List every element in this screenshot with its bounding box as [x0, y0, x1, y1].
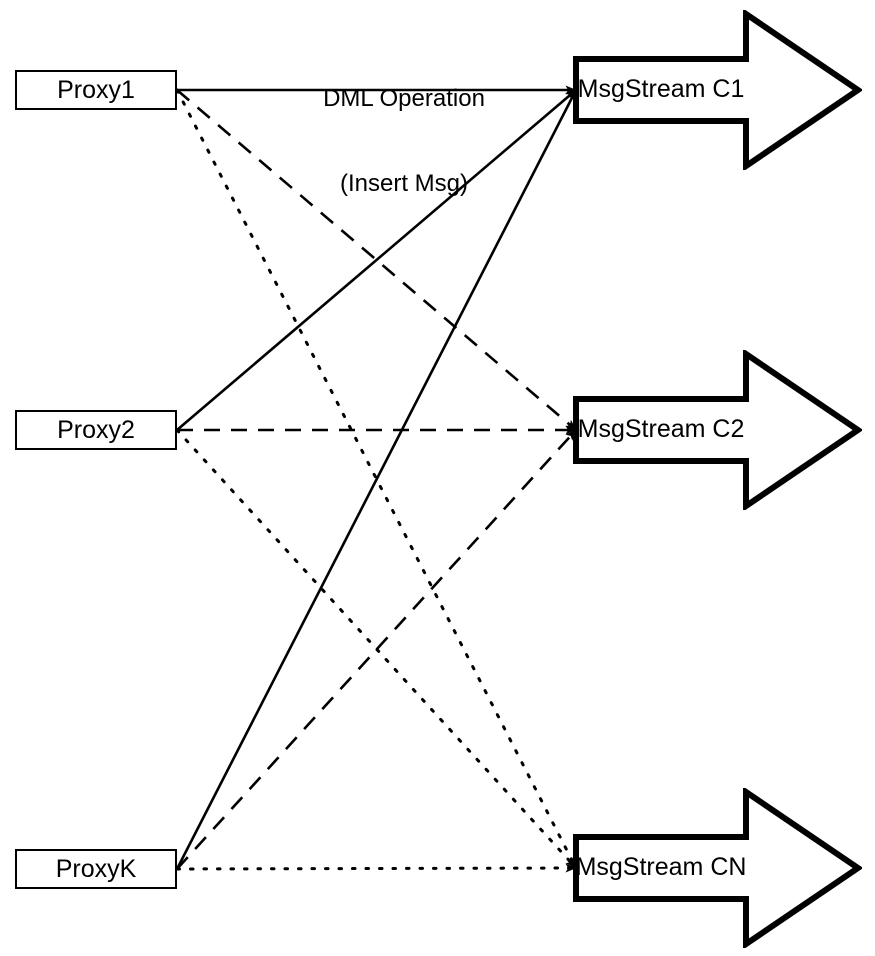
proxy-box-proxy1[interactable]: Proxy1 [15, 70, 177, 110]
proxy-label-proxy2: Proxy2 [57, 415, 135, 444]
proxy-box-proxy2[interactable]: Proxy2 [15, 410, 177, 450]
connection-p2-cn [175, 428, 578, 870]
connection-pk-c1 [175, 89, 578, 870]
proxy-box-proxyk[interactable]: ProxyK [15, 849, 177, 889]
stream-shape-c1 [573, 10, 862, 170]
proxy-label-proxy1: Proxy1 [57, 75, 135, 104]
stream-shape-c2 [573, 350, 862, 510]
connection-p2-c1 [176, 89, 577, 431]
connection-pk-cn [175, 863, 578, 873]
connection-pk-c2 [176, 429, 577, 870]
edge-label-line1: DML Operation [323, 84, 485, 112]
stream-label-c1: MsgStream C1 [577, 75, 745, 103]
connection-p1-cn [175, 88, 578, 870]
stream-label-c2: MsgStream C2 [577, 415, 745, 443]
stream-shape-cn [573, 788, 862, 948]
edge-label-line2: (Insert Msg) [339, 169, 468, 197]
edge-label-dml-operation: DML Operation (Insert Msg) [254, 28, 554, 255]
proxy-label-proxyk: ProxyK [55, 854, 137, 883]
stream-label-cn: MsgStream CN [575, 853, 747, 881]
connection-p1-c2 [176, 89, 577, 431]
